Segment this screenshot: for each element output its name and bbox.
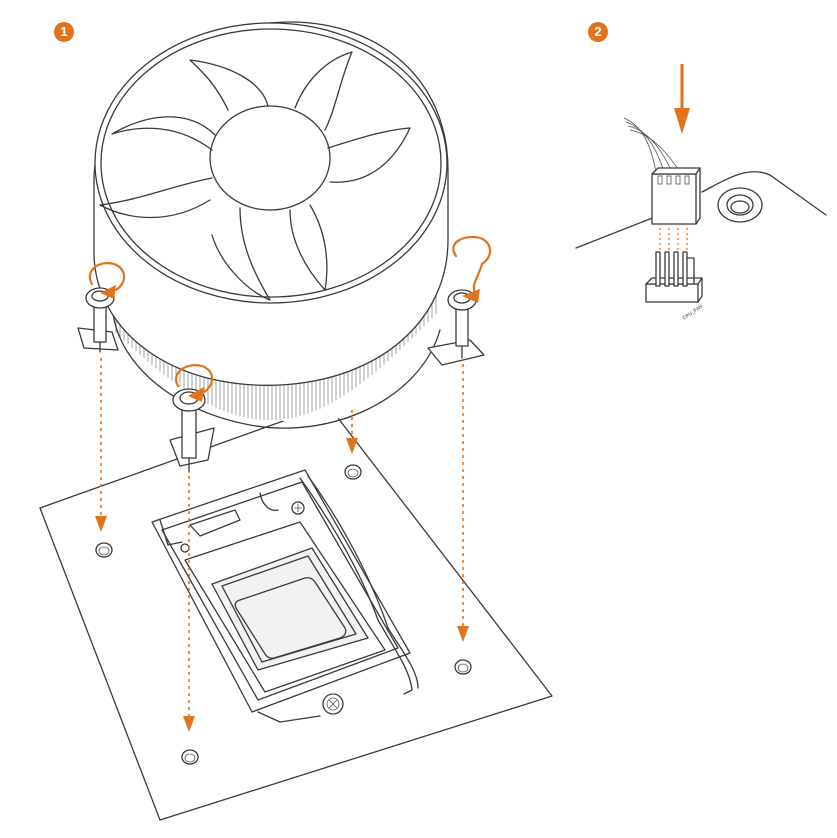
connector-guides (659, 228, 688, 252)
push-pin-left (77, 287, 119, 353)
rotate-arrow-icon (88, 262, 126, 299)
rotate-arrow-icon (175, 364, 214, 402)
push-pin-front (169, 388, 215, 473)
fan-header: CPU_FAN (645, 251, 705, 322)
board-corner (575, 171, 827, 249)
step-2-badge: 2 (588, 22, 608, 42)
insert-arrow (674, 64, 690, 134)
fan-connector (651, 167, 701, 225)
down-arrow-icon (183, 476, 195, 732)
cpu-chip (211, 547, 369, 671)
mounting-hole (344, 464, 362, 480)
cooler-fan (93, 21, 449, 386)
mounting-holes (95, 464, 472, 765)
mounting-hole (95, 542, 113, 558)
down-arrow-icon (346, 410, 358, 454)
cpu-fan-label: CPU_FAN (682, 303, 705, 321)
fan-cable (623, 117, 681, 173)
down-arrow-icon (457, 364, 469, 642)
rotate-arrows (88, 235, 492, 402)
guide-arrows (95, 358, 469, 732)
step-1-badge: 1 (54, 22, 74, 42)
mounting-hole (181, 749, 199, 765)
mounting-hole (454, 659, 472, 675)
rotate-arrow-icon (452, 235, 492, 303)
down-arrow-icon (95, 358, 107, 532)
